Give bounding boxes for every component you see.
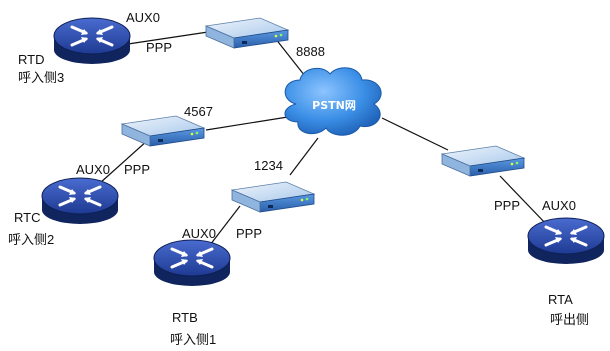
links: [99, 31, 549, 246]
modem-icon: [205, 17, 289, 49]
rta-ppp-label: PPP: [494, 198, 520, 213]
rtd-role-label: 呼入侧3: [18, 70, 64, 85]
rtb-aux-label: AUX0: [182, 226, 216, 241]
rtd-ppp-label: PPP: [146, 40, 172, 55]
rta-aux-label: AUX0: [542, 198, 576, 213]
router-icon: [152, 238, 232, 288]
link-modem-left-cloud: [205, 115, 295, 131]
modem-top: [205, 17, 289, 49]
router-rtb: [152, 238, 232, 288]
modem-icon: [121, 115, 205, 147]
router-rta: [526, 216, 606, 266]
pstn-cloud: PSTN网: [284, 67, 382, 136]
link-rtb-modem-middle: [209, 205, 241, 246]
router-rtd: [52, 16, 132, 66]
rtc-aux-label: AUX0: [76, 162, 110, 177]
rtb-role-label: 呼入侧1: [170, 332, 216, 347]
rtc-role-label: 呼入侧2: [8, 232, 54, 247]
modem-right: [441, 145, 525, 177]
router-icon: [526, 216, 606, 266]
link-cloud-modem-right: [381, 117, 449, 151]
rtd-name-label: RTD: [18, 52, 44, 67]
modem-middle-number: 1234: [254, 158, 283, 173]
router-icon: [40, 176, 120, 226]
link-rtd-modem-top: [127, 31, 209, 45]
rtb-ppp-label: PPP: [236, 226, 262, 241]
modem-left-number: 4567: [184, 104, 213, 119]
rta-role-label: 呼出侧: [550, 312, 589, 327]
rtd-aux-label: AUX0: [126, 10, 160, 25]
rtc-name-label: RTC: [14, 210, 40, 225]
modem-middle: [231, 181, 315, 213]
link-modem-middle-cloud: [289, 137, 319, 176]
router-icon: [52, 16, 132, 66]
modem-top-number: 8888: [296, 44, 325, 59]
link-rtc-modem-left: [99, 139, 149, 184]
modem-left: [121, 115, 205, 147]
rta-name-label: RTA: [548, 292, 573, 307]
rtb-name-label: RTB: [172, 310, 198, 325]
modem-icon: [441, 145, 525, 177]
pstn-cloud-label: PSTN网: [312, 99, 356, 112]
modem-icon: [231, 181, 315, 213]
link-modem-right-rta: [499, 175, 549, 227]
router-rtc: [40, 176, 120, 226]
rtc-ppp-label: PPP: [124, 162, 150, 177]
